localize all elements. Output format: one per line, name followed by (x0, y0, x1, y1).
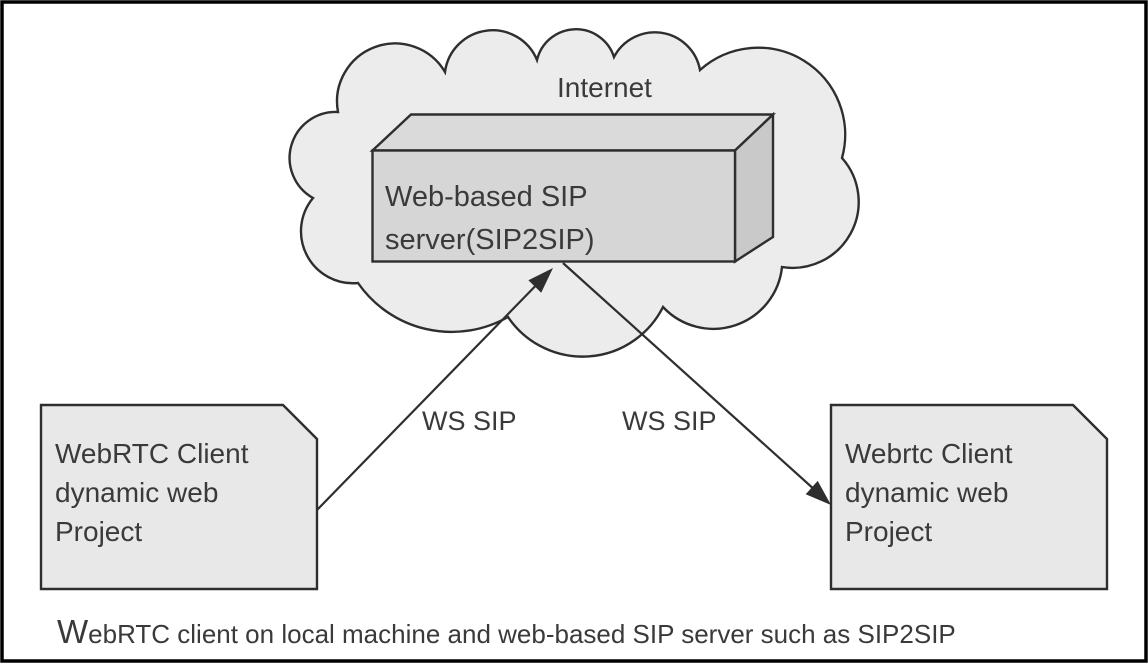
ws-sip-connection-left: WS SIP (316, 268, 553, 511)
ws-sip-connection-right: WS SIP (562, 262, 831, 505)
server-box-top-face (369, 113, 777, 152)
ws-sip-arrowhead-right (805, 480, 831, 505)
internet-label: Internet (557, 72, 652, 103)
figure-caption-rest: ebRTC client on local machine and web-ba… (88, 619, 956, 649)
client-left-label-line2: dynamic web (55, 477, 218, 508)
client-box-left: WebRTC Client dynamic web Project (39, 403, 319, 591)
client-right-label-line1: Webrtc Client (845, 438, 1013, 469)
client-left-label-line1: WebRTC Client (55, 438, 249, 469)
ws-sip-label-left: WS SIP (422, 406, 517, 436)
client-right-label-line3: Project (845, 516, 932, 547)
figure-caption-lead: W (57, 613, 89, 650)
ws-sip-line-right (562, 262, 827, 501)
client-box-left-shape (39, 403, 319, 591)
ws-sip-arrowhead-left (528, 268, 553, 293)
client-box-right-shape (829, 403, 1109, 591)
client-left-label-line3: Project (55, 516, 142, 547)
client-box-right: Webrtc Client dynamic web Project (829, 403, 1109, 591)
ws-sip-line-left (316, 271, 550, 511)
ws-sip-label-right: WS SIP (622, 406, 717, 436)
figure-caption: WebRTC client on local machine and web-b… (57, 613, 956, 650)
server-label-line1: Web-based SIP (385, 181, 588, 213)
client-right-label-line2: dynamic web (845, 477, 1008, 508)
server-label-line2: server(SIP2SIP) (385, 224, 595, 256)
server-box-front-face (371, 149, 737, 263)
sip-server-box: Web-based SIP server(SIP2SIP) (369, 111, 777, 264)
